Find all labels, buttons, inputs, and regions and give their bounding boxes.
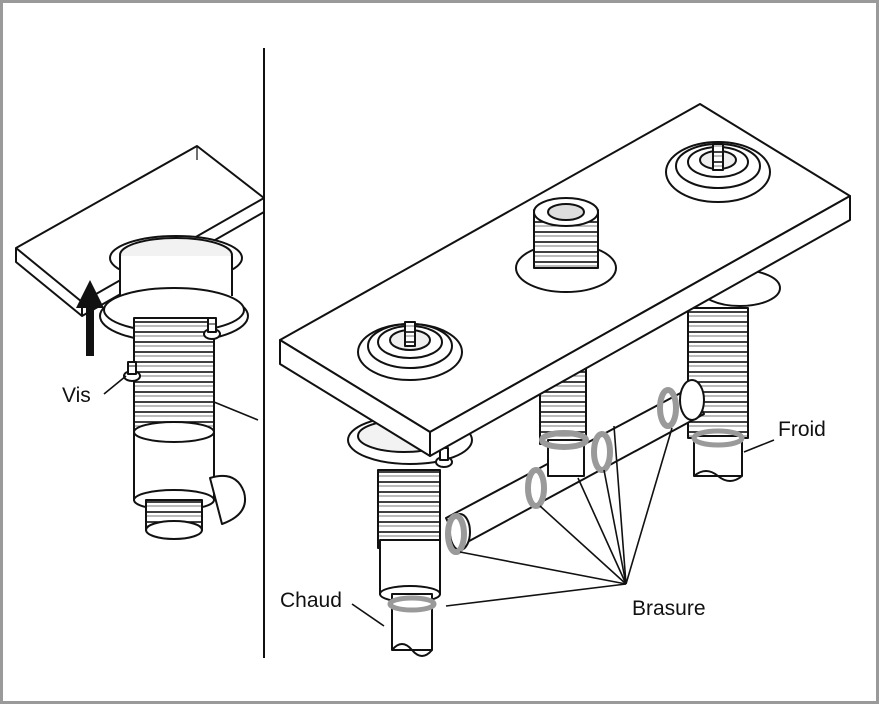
solder-joint — [657, 387, 679, 429]
solder-joint — [525, 467, 547, 509]
hot-valve-cartridge — [357, 321, 463, 381]
screw-label: Vis — [62, 384, 91, 407]
solder-label: Brasure — [632, 597, 706, 620]
solder-joint — [539, 430, 589, 450]
cold-valve-cartridge — [665, 141, 771, 203]
solder-joint — [591, 431, 613, 473]
right-panel-manifold — [279, 103, 851, 657]
left-panel-valve-detail — [15, 145, 265, 540]
ribbed-valve-body — [133, 317, 215, 437]
center-valve-outlet — [515, 197, 617, 293]
arrow-up-icon — [76, 280, 104, 356]
solder-joint — [445, 513, 467, 555]
label-leaders — [351, 425, 775, 627]
screw-icon — [123, 361, 141, 382]
cold-label: Froid — [778, 418, 826, 441]
screw-icon — [203, 317, 221, 340]
hot-label: Chaud — [280, 589, 342, 612]
connecting-pipe — [445, 379, 705, 555]
